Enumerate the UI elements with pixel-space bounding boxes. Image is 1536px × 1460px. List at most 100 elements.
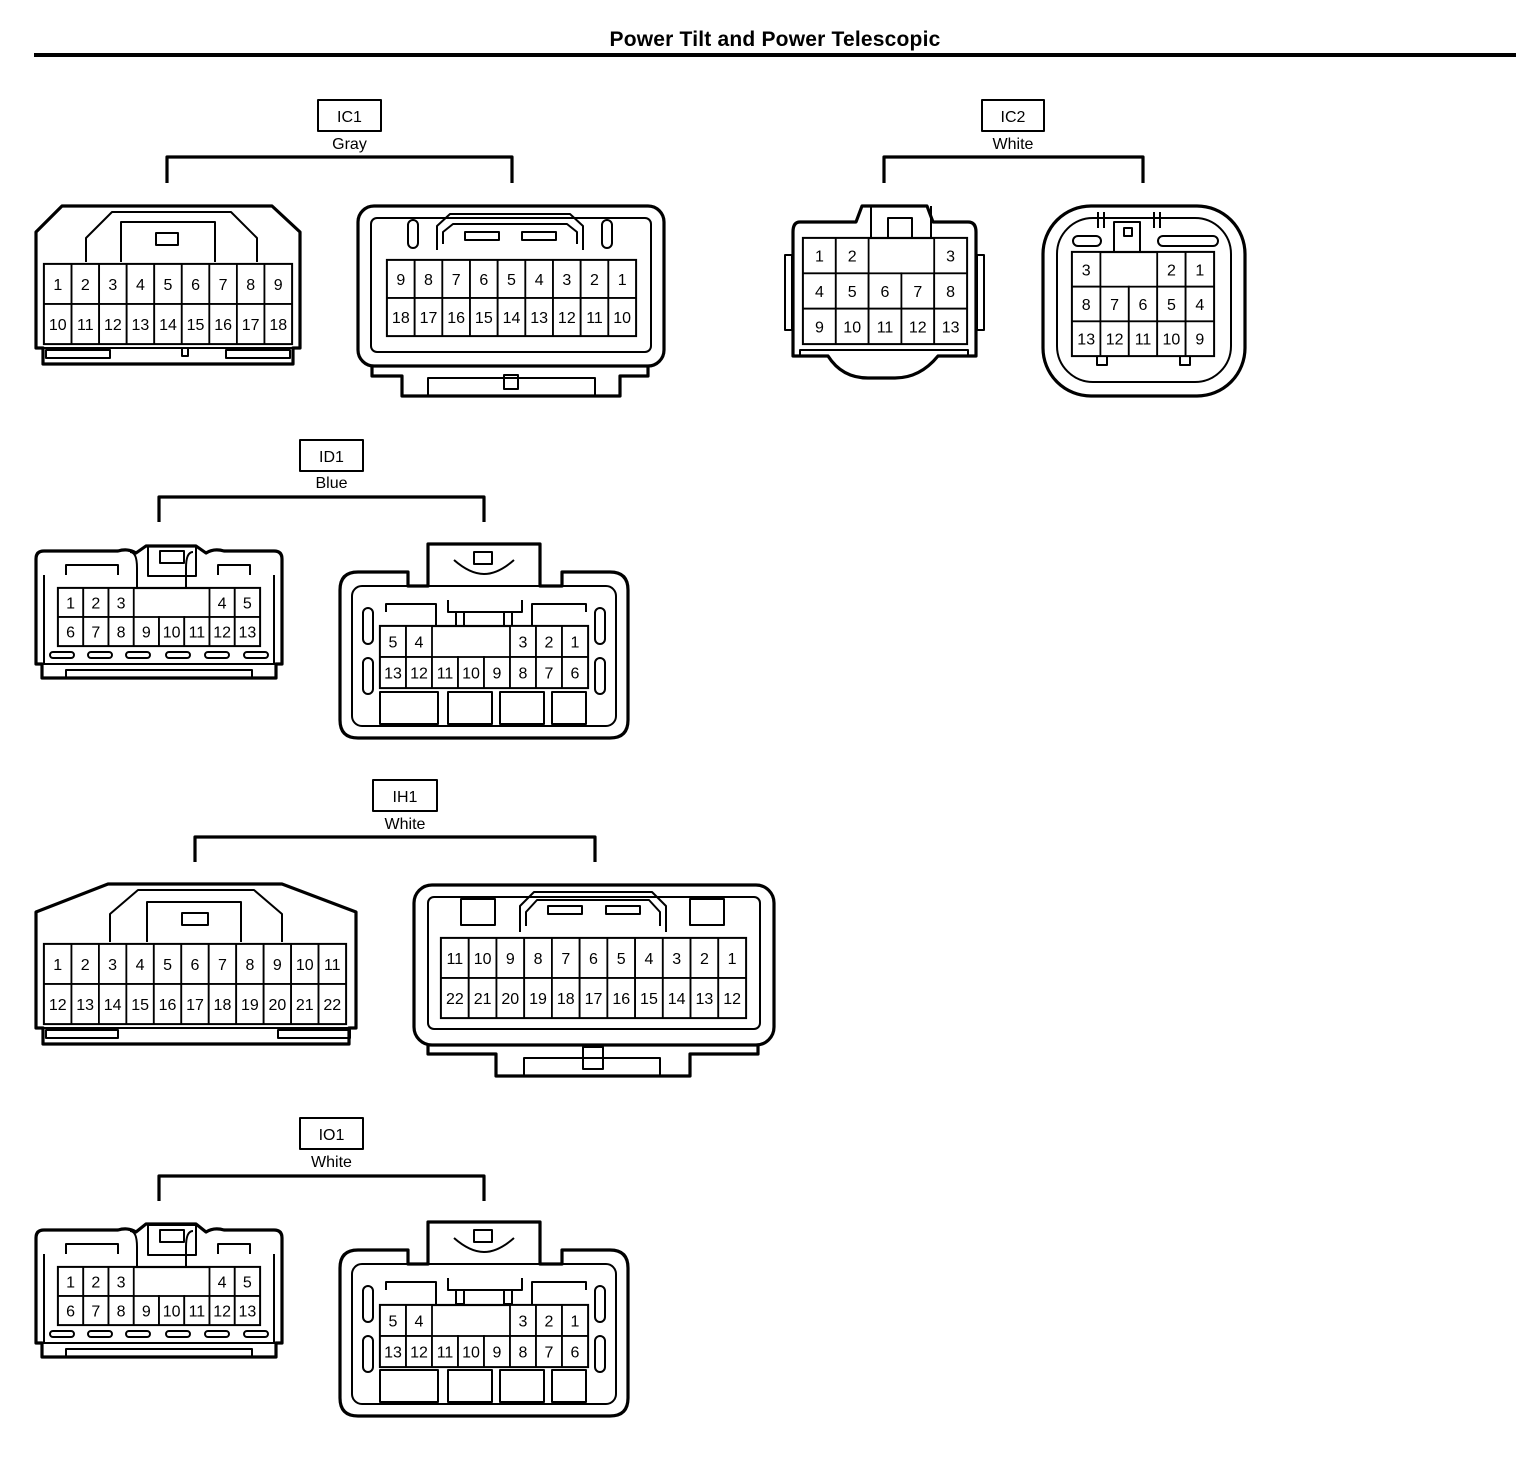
- pin-number: 22: [323, 997, 341, 1014]
- connector-color: Blue: [315, 475, 347, 492]
- pin-number: 14: [668, 991, 686, 1008]
- pin-number: 12: [909, 319, 927, 336]
- pin-number: 6: [589, 951, 598, 968]
- pin-number: 17: [242, 317, 260, 334]
- pin-cell: [57, 616, 85, 647]
- pin-number: 4: [1195, 297, 1204, 314]
- pin-number: 7: [91, 1304, 100, 1321]
- pin-number: 20: [501, 991, 519, 1008]
- pin-number: 5: [163, 957, 172, 974]
- pin-number: 16: [159, 997, 177, 1014]
- connector-code-box: [299, 1117, 364, 1150]
- pin-number: 7: [561, 951, 570, 968]
- pin-number: 14: [159, 317, 177, 334]
- pin-number: 2: [91, 1275, 100, 1292]
- pin-cell: [431, 1335, 459, 1368]
- pin-number: 7: [913, 284, 922, 301]
- pin-cell: [405, 656, 433, 689]
- pin-cell: [1071, 285, 1102, 323]
- pin-number: 13: [942, 319, 960, 336]
- pin-number: 18: [269, 317, 287, 334]
- connector-bracket: [165, 155, 514, 183]
- pin-number: 12: [410, 1345, 428, 1362]
- pin-number: 16: [612, 991, 630, 1008]
- pin-cell: [405, 1335, 433, 1368]
- pin-number: 17: [186, 997, 204, 1014]
- pin-number: 13: [696, 991, 714, 1008]
- pin-number: 12: [213, 1304, 231, 1321]
- pin-number: 5: [507, 272, 516, 289]
- pin-cell: [235, 303, 266, 345]
- pin-number: 15: [131, 997, 149, 1014]
- pin-number: 2: [91, 596, 100, 613]
- pin-number: 10: [843, 319, 861, 336]
- pin-number: 1: [66, 596, 75, 613]
- pin-number: 8: [946, 284, 955, 301]
- pin-number: 11: [437, 1345, 454, 1362]
- pin-number: 1: [571, 635, 580, 652]
- pin-number: 5: [243, 596, 252, 613]
- pin-number: 3: [562, 272, 571, 289]
- pin-cell: [457, 656, 485, 689]
- pin-number: 11: [324, 957, 341, 974]
- pin-cell: [834, 272, 870, 310]
- pin-number: 10: [163, 625, 181, 642]
- pin-number: 2: [1167, 262, 1176, 279]
- pin-number: 3: [117, 1275, 126, 1292]
- connector-color: White: [993, 136, 1034, 153]
- connector-bracket: [193, 835, 597, 862]
- pin-number: 15: [187, 317, 205, 334]
- pin-number: 16: [447, 310, 465, 327]
- pin-number: 15: [475, 310, 493, 327]
- pin-number: 4: [645, 951, 654, 968]
- pin-number: 12: [49, 997, 67, 1014]
- diagram-title: Power Tilt and Power Telescopic: [609, 28, 941, 51]
- pin-number: 10: [296, 957, 314, 974]
- pin-number: 4: [136, 957, 145, 974]
- pin-number: 9: [142, 1304, 151, 1321]
- pin-number: 5: [164, 277, 173, 294]
- pin-number: 9: [493, 666, 502, 683]
- pin-cell: [1184, 251, 1215, 288]
- connector-code: IO1: [319, 1127, 345, 1144]
- pin-number: 2: [700, 951, 709, 968]
- pin-cell: [405, 625, 433, 658]
- connector-code: IH1: [393, 789, 418, 806]
- pin-cell: [208, 616, 236, 647]
- pin-number: 8: [117, 1304, 126, 1321]
- pin-number: 7: [218, 957, 227, 974]
- pin-cell: [431, 656, 459, 689]
- pin-cell: [233, 1295, 261, 1326]
- pin-number: 9: [815, 319, 824, 336]
- pin-number: 6: [191, 957, 200, 974]
- pin-number: 13: [530, 310, 548, 327]
- pin-cell: [233, 616, 261, 647]
- pin-cell: [235, 983, 265, 1025]
- pin-number: 5: [848, 284, 857, 301]
- pin-cell: [233, 587, 261, 618]
- pin-cell: [1071, 251, 1102, 288]
- pin-number: 1: [53, 957, 62, 974]
- pin-number: 3: [108, 957, 117, 974]
- connector-bracket: [882, 155, 1145, 183]
- pin-number: 11: [189, 1304, 206, 1321]
- pin-cell: [183, 616, 211, 647]
- pin-number: 11: [447, 951, 464, 968]
- pin-number: 3: [946, 249, 955, 266]
- pin-cell: [180, 303, 211, 345]
- title-rule: [34, 53, 1516, 57]
- pin-cell: [552, 297, 582, 337]
- pin-cell: [1184, 320, 1215, 357]
- pin-number: 11: [586, 310, 603, 327]
- pin-number: 12: [104, 317, 122, 334]
- pin-number: 8: [424, 272, 433, 289]
- pin-cell: [152, 983, 183, 1025]
- pin-cell: [379, 656, 407, 689]
- pin-number: 5: [617, 951, 626, 968]
- pin-number: 6: [571, 1345, 580, 1362]
- pin-number: 1: [53, 277, 62, 294]
